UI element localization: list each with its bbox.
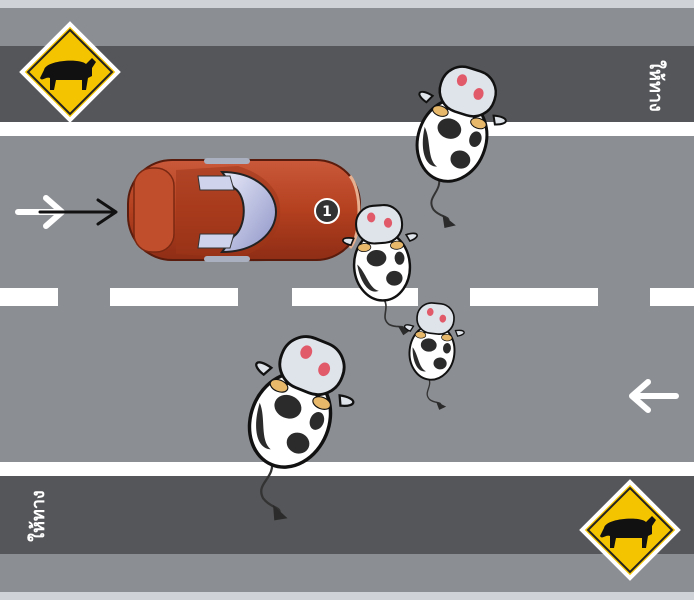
car bbox=[127, 158, 361, 262]
top-curb bbox=[0, 8, 694, 46]
bottom-shoulder bbox=[0, 476, 694, 554]
svg-text:1: 1 bbox=[322, 204, 332, 220]
bottom-curb bbox=[0, 554, 694, 592]
lane-arrow-left bbox=[629, 379, 679, 413]
bottom-edge-line bbox=[0, 462, 694, 476]
yield-text-bottom: ให้ทาง bbox=[27, 490, 49, 541]
car-direction-arrow bbox=[38, 198, 118, 226]
yield-text-top: ให้ทาง bbox=[645, 60, 667, 111]
car-number-badge: 1 bbox=[314, 198, 340, 224]
top-edge-line bbox=[0, 122, 694, 136]
top-shoulder bbox=[0, 46, 694, 122]
